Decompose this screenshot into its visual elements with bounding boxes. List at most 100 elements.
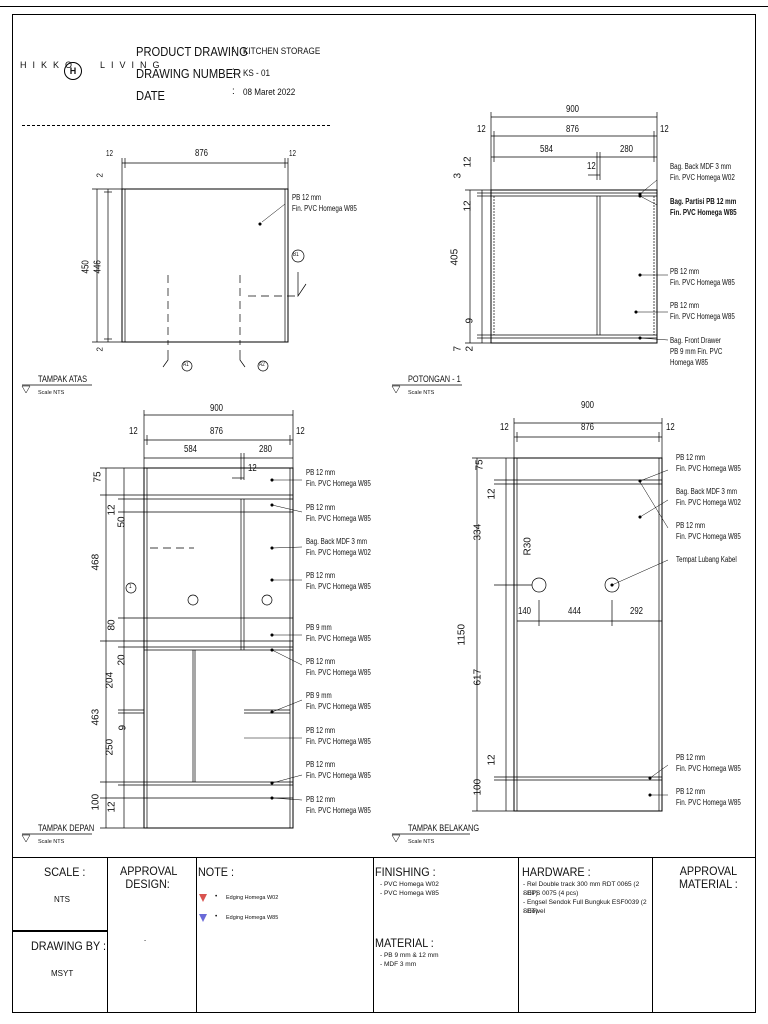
dim-text: 2 (95, 173, 105, 178)
material-item: - PB 9 mm & 12 mm (380, 952, 439, 959)
approval-design-value: - (144, 937, 147, 944)
dim-text: 444 (568, 606, 582, 617)
dim-text: 12 (289, 149, 296, 158)
view-scale: Scale NTS (408, 390, 435, 396)
front-view (100, 410, 303, 829)
view-title-back: TAMPAK BELAKANG (408, 823, 480, 833)
dim-text: 292 (630, 606, 644, 617)
sheet-top-border (0, 6, 768, 7)
view-scale: Scale NTS (38, 839, 65, 845)
note-cell (196, 857, 374, 1013)
dim-text: 9 (464, 317, 476, 324)
dim-text: 584 (184, 444, 198, 455)
dim-text: 75 (92, 471, 104, 483)
header-colon: : (232, 44, 235, 55)
approval-material-cell (652, 857, 756, 1013)
header-value-number: KS - 01 (243, 68, 271, 78)
hardware-item: - DPS 0075 (4 pcs) (523, 890, 579, 897)
view-title-marks (21, 384, 470, 843)
header-label-number: DRAWING NUMBER (136, 66, 242, 81)
dim-text: 12 (500, 422, 509, 433)
dim-text: 12 (660, 124, 669, 135)
dim-text: 12 (462, 156, 474, 168)
section-view (465, 112, 669, 344)
marker-b1: B1 (293, 252, 299, 258)
header-value-product: KITCHEN STORAGE (243, 46, 321, 56)
view-title-front: TAMPAK DEPAN (38, 823, 95, 833)
scale-value: NTS (54, 895, 70, 904)
hardware-heading: HARDWARE : (522, 865, 591, 879)
dim-text: 100 (90, 793, 102, 811)
hardware-item: - Dowel (523, 908, 546, 915)
dim-text: 80 (106, 619, 118, 631)
header-label-product: PRODUCT DRAWING (136, 44, 248, 59)
brand-mark-icon: H (64, 62, 82, 80)
dim-text: 280 (259, 444, 273, 455)
material-heading: MATERIAL : (375, 936, 434, 950)
dim-text: 12 (106, 504, 118, 516)
note-item: Edging Homega W02 (226, 895, 279, 901)
dim-text: 9 (117, 724, 129, 731)
dim-text: 12 (486, 488, 498, 500)
back-view (472, 418, 669, 812)
dim-text: 12 (248, 463, 257, 474)
dim-text: 405 (449, 248, 461, 266)
dim-text: 100 (472, 778, 484, 796)
hardware-item: - Rel Double track 300 mm RDT 0065 (2 SE… (523, 881, 640, 897)
dim-text: 876 (195, 148, 209, 159)
dim-text: 12 (106, 149, 113, 158)
note-bullet: • (215, 893, 218, 900)
note-heading: NOTE : (198, 865, 235, 879)
view-scale: Scale NTS (408, 839, 435, 845)
finishing-item: - PVC Homega W02 (380, 881, 439, 888)
dim-text: 3 (452, 172, 464, 179)
dim-text: 12 (587, 161, 596, 172)
hardware-item: - Engsel Sendok Full Bungkuk ESF0039 (2 … (523, 899, 647, 915)
dim-text: 876 (210, 426, 224, 437)
dim-text: 617 (472, 668, 484, 686)
finishing-heading: FINISHING : (375, 865, 436, 879)
note-bullet: • (215, 913, 218, 920)
dim-text: 12 (462, 200, 474, 212)
dim-text: 250 (104, 738, 116, 756)
dim-text: 12 (296, 426, 305, 437)
dim-text: 204 (104, 671, 116, 689)
dim-text: 334 (472, 523, 484, 541)
finishing-item: - PVC Homega W85 (380, 890, 439, 897)
header-colon: : (232, 86, 235, 97)
material-item: - MDF 3 mm (380, 961, 417, 968)
dim-text: 75 (474, 459, 486, 471)
dim-text: 584 (540, 144, 554, 155)
top-view (92, 158, 307, 372)
dim-text: 2 (464, 345, 476, 352)
dim-text: 463 (90, 708, 102, 726)
dim-text: 140 (518, 606, 532, 617)
header-label-date: DATE (136, 88, 165, 103)
note-item: Edging Homega W85 (226, 915, 279, 921)
dim-text: 900 (581, 400, 595, 411)
view-title-top: TAMPAK ATAS (38, 374, 88, 384)
dim-text: 900 (210, 403, 224, 414)
marker-1: 1 (129, 584, 132, 590)
header-colon: : (232, 66, 235, 77)
